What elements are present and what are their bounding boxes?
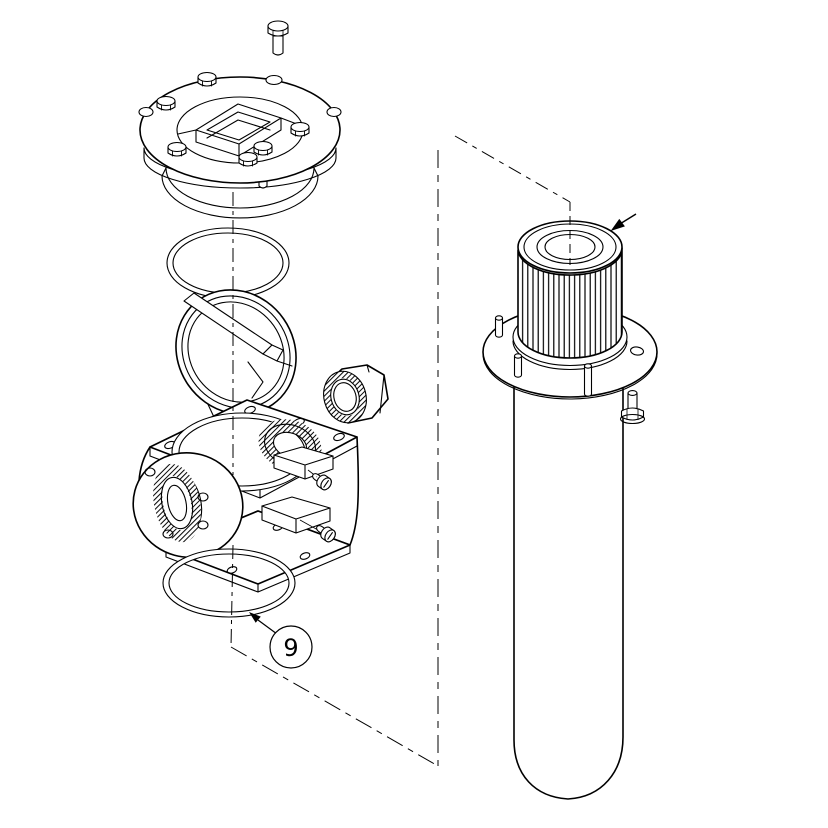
assembly-path-diagonal-lower [230, 646, 439, 767]
lid-clamp-bolt [253, 140, 273, 156]
lid-bolt [167, 141, 187, 157]
hex-nut-fitting [323, 364, 389, 424]
housing-side-port [132, 451, 244, 559]
stack-centerline-lower [230, 544, 234, 648]
cover-lid-assembly [138, 71, 342, 219]
cartridge-pointer-arrow [610, 213, 637, 231]
mounting-stud [583, 363, 593, 397]
mounting-stud [494, 315, 504, 338]
lid-bolt [156, 95, 176, 111]
lid-skirt [165, 167, 315, 209]
lid-bolt [290, 121, 310, 137]
callout-9: 9 [249, 612, 313, 669]
screw-slot [323, 480, 329, 488]
pleated-filter-cartridge [517, 220, 623, 359]
callout-arrowhead [249, 612, 261, 623]
nut-thread-hatch [323, 371, 367, 423]
hex-bolt-top [267, 20, 289, 56]
pan-head-screw-upper [312, 473, 332, 491]
lid-notch [138, 106, 154, 118]
port-thread-hatch [153, 463, 201, 543]
tank-cylinder [513, 369, 624, 800]
basket-handle [183, 292, 293, 367]
assembly-path-diagonal-upper [454, 135, 571, 203]
lid-notch [265, 74, 283, 86]
lid-bolt [238, 151, 258, 167]
callout-label: 9 [283, 634, 298, 662]
lid-notch [326, 106, 342, 118]
pan-head-screw-lower [316, 525, 336, 543]
filter-housing-body [132, 399, 360, 593]
lower-o-ring [162, 548, 296, 618]
flange-hole [629, 346, 645, 356]
tank-assembly [482, 213, 658, 800]
port-bore [166, 484, 188, 522]
callout-balloon [269, 625, 313, 669]
screw-slot [327, 532, 333, 540]
housing-bracket-lower [261, 496, 331, 534]
mounting-stud [513, 353, 523, 378]
nut-bore [333, 382, 357, 412]
hex-flange-bolt-side [619, 390, 646, 425]
basket-inner-cone [247, 361, 264, 399]
lid-bolt [197, 71, 217, 87]
phantom-lines [230, 135, 571, 767]
